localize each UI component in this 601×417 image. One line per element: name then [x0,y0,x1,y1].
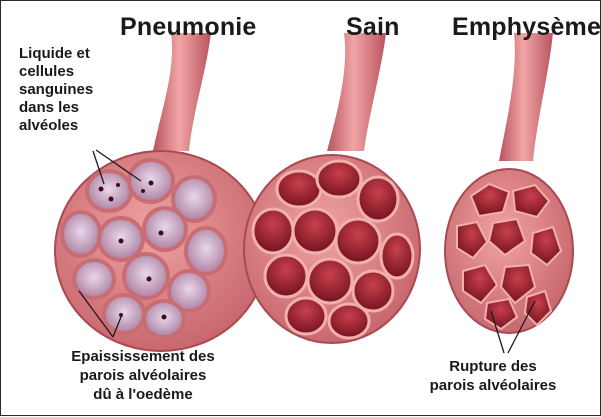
pneumonia-bronchiole-tube [153,33,211,151]
annotation-fluid-in-alveoli: Liquide et cellules sanguines dans les a… [19,45,93,135]
emphysema-alveoli-cluster [445,169,573,353]
annotation-wall-thickening: Epaississement des parois alvéolaires dû… [35,347,251,405]
emphysema-bronchiole-tube [499,33,553,161]
annotation-wall-rupture: Rupture des parois alvéolaires [401,357,585,395]
title-emphysema: Emphysème [452,13,601,42]
title-healthy: Sain [346,13,400,42]
title-pneumonia: Pneumonie [120,13,257,42]
pneumonia-alveoli-cluster [55,150,267,351]
healthy-bronchiole-tube [327,33,386,151]
healthy-alveoli-cluster [244,155,420,343]
